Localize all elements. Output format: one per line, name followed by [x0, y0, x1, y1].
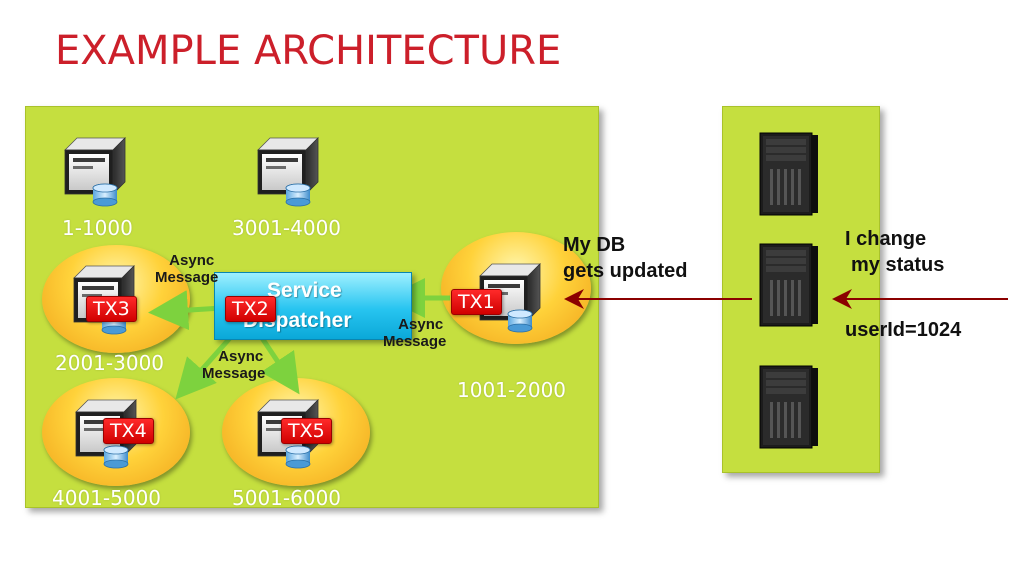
range-label: 5001-6000 — [232, 486, 342, 510]
server-db-icon — [64, 137, 126, 207]
tower-server-icon — [759, 365, 819, 449]
range-label: 4001-5000 — [52, 486, 162, 510]
tower-server-icon — [759, 132, 819, 216]
db-updated-note: My DB gets updated — [563, 234, 688, 282]
tx5-badge: TX5 — [281, 418, 332, 444]
range-label: 1-1000 — [62, 216, 133, 240]
range-label: 3001-4000 — [232, 216, 342, 240]
status-change-note: I change my status — [845, 228, 945, 276]
dispatcher-line1: Service — [267, 279, 342, 302]
tx3-badge: TX3 — [86, 296, 137, 322]
page-title: EXAMPLE ARCHITECTURE — [55, 28, 562, 74]
async-arrow-dispatcher-tx5 — [259, 336, 300, 395]
user-id-label: userId=1024 — [845, 319, 962, 341]
async-message-label: Async Message — [383, 316, 447, 350]
async-message-label: Async Message — [202, 348, 266, 382]
tower-server-icon — [759, 243, 819, 327]
range-label: 1001-2000 — [457, 378, 567, 402]
server-db-icon — [257, 137, 319, 207]
tx2-badge: TX2 — [225, 296, 276, 322]
async-arrow-dispatcher-tx3 — [148, 290, 223, 331]
range-label: 2001-3000 — [55, 351, 165, 375]
tx4-badge: TX4 — [103, 418, 154, 444]
async-arrow-dispatcher-tx4 — [175, 336, 232, 400]
async-message-label: Async Message — [155, 252, 219, 286]
tx1-badge: TX1 — [451, 289, 502, 315]
